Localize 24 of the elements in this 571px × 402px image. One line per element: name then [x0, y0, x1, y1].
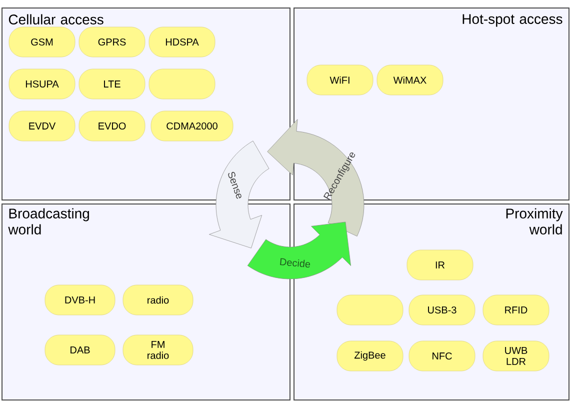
technology-pill: GSM — [8, 26, 76, 58]
cycle-step: Sense — [209, 140, 270, 248]
technology-pill: CDMA2000 — [150, 110, 234, 142]
technology-pill: IR — [406, 250, 474, 280]
empty-pill — [148, 68, 216, 100]
technology-pill: ZigBee — [336, 340, 404, 372]
technology-pill: EVDO — [78, 110, 146, 142]
technology-pill: WiFI — [306, 64, 374, 96]
technology-pill: RFID — [482, 294, 550, 326]
empty-pill — [336, 294, 404, 326]
technology-pill: DVB-H — [44, 284, 116, 316]
technology-pill: DAB — [44, 334, 116, 366]
technology-pill: USB-3 — [408, 294, 476, 326]
technology-pill: GPRS — [78, 26, 146, 58]
technology-pill: radio — [122, 284, 194, 316]
technology-pill: NFC — [408, 340, 476, 372]
technology-pill: HDSPA — [148, 26, 216, 58]
technology-pill: UWB LDR — [482, 340, 550, 372]
technology-pill: HSUPA — [8, 68, 76, 100]
technology-pill: WiMAX — [376, 64, 444, 96]
technology-pill: FM radio — [122, 334, 194, 366]
cycle-step: Decide — [247, 222, 351, 280]
technology-pill: LTE — [78, 68, 146, 100]
technology-pill: EVDV — [8, 110, 76, 142]
